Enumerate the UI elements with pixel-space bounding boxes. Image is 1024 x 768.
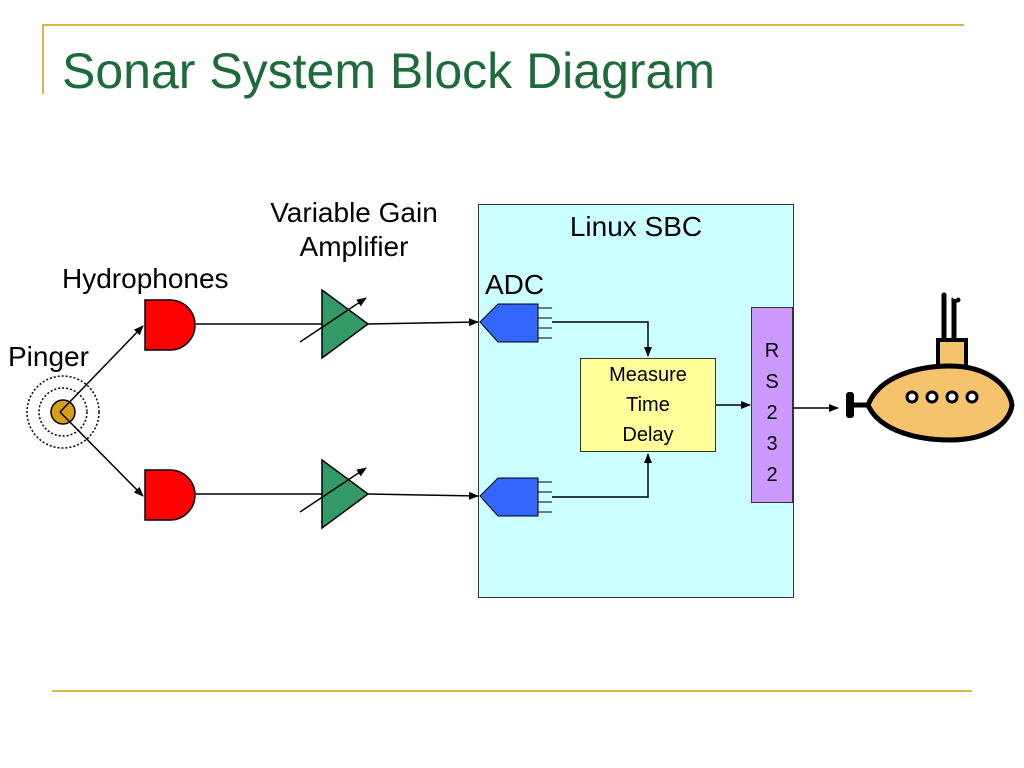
slide-title: Sonar System Block Diagram	[62, 43, 716, 99]
measure-line2: Time	[626, 394, 670, 416]
hydrophone-bottom-icon	[144, 469, 196, 521]
rs232-char: 3	[766, 433, 778, 455]
vga-label-line2: Amplifier	[299, 231, 409, 262]
pinger-to-hydrophone-top-arrow	[59, 325, 144, 413]
linux-sbc-label: Linux SBC	[569, 211, 703, 242]
measure-time-delay-block: Measure Time Delay	[580, 358, 716, 452]
amp-to-adc-top-arrow	[367, 318, 479, 327]
vga-label-line1: Variable Gain	[270, 197, 438, 228]
pinger-label: Pinger	[8, 341, 89, 372]
hydrophones-label: Hydrophones	[62, 263, 229, 294]
adc-top-icon	[479, 303, 552, 343]
amp-to-adc-bottom-arrow	[367, 491, 479, 500]
adc-bottom-icon	[479, 477, 552, 517]
adc-top-to-measure-arrow	[552, 321, 652, 357]
rs232-char: 2	[766, 402, 778, 424]
adc-bottom-to-measure-arrow	[552, 453, 652, 498]
pinger-to-hydrophone-bottom-arrow	[59, 411, 144, 497]
slide-top-rule	[42, 24, 964, 26]
hydrophone-top-icon	[144, 299, 196, 351]
submarine-icon	[846, 292, 1015, 443]
adc-label: ADC	[485, 269, 545, 300]
amplifier-top-icon	[299, 288, 370, 360]
rs232-char: R	[764, 340, 780, 362]
rs232-block: R S 2 3 2	[751, 307, 793, 503]
rs232-char: S	[765, 371, 779, 393]
measure-line3: Delay	[622, 424, 674, 446]
slide-bottom-rule	[52, 690, 972, 692]
amplifier-bottom-icon	[299, 458, 370, 530]
vga-label: Variable Gain Amplifier	[250, 196, 458, 264]
measure-line1: Measure	[609, 364, 687, 386]
rs232-char: 2	[766, 464, 778, 486]
slide-left-rule	[42, 24, 44, 94]
pinger-icon	[26, 375, 100, 449]
